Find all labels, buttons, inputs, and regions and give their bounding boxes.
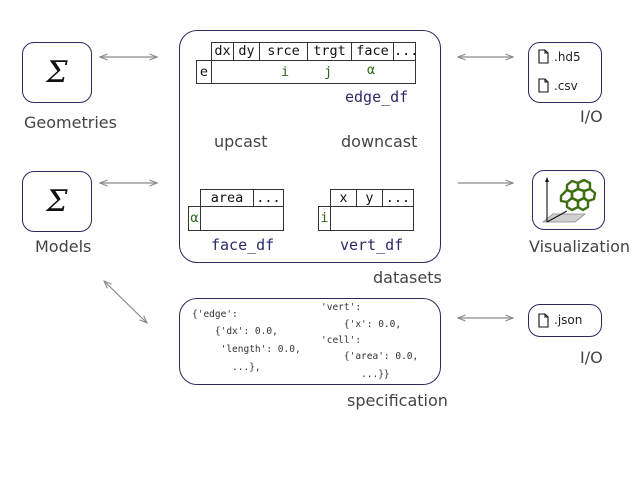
spec-line: 'length': 0.0, xyxy=(192,344,301,355)
io-files-box[interactable]: .hd5 .csv xyxy=(528,42,602,103)
models-box[interactable]: Σ xyxy=(22,171,92,232)
geometries-label: Geometries xyxy=(24,113,117,132)
file-label-json: .json xyxy=(554,313,583,327)
vert-df-header-y: y xyxy=(356,189,383,207)
edge-df-header-dx: dx xyxy=(211,42,234,61)
mesh-visualization-icon xyxy=(541,177,597,223)
edge-df-index: e xyxy=(196,60,212,84)
spec-line: {'x': 0.0, xyxy=(321,319,402,330)
sigma-symbol: Σ xyxy=(46,183,68,219)
upcast-label: upcast xyxy=(214,132,268,151)
face-df-header-more: ... xyxy=(253,189,284,207)
spec-line: ...}, xyxy=(192,362,261,373)
spec-line: {'dx': 0.0, xyxy=(192,326,278,337)
io-bottom-label: I/O xyxy=(580,348,603,367)
spec-line: 'vert': xyxy=(321,302,362,313)
edge-df-marker-i: i xyxy=(281,64,290,80)
face-df-body xyxy=(200,206,284,231)
visualization-box[interactable] xyxy=(532,170,605,230)
spec-line: ...}} xyxy=(321,369,390,380)
face-df-header-area: area xyxy=(200,189,254,207)
specification-label: specification xyxy=(347,391,448,410)
edge-df-marker-alpha: α xyxy=(367,62,376,78)
spec-line: {'area': 0.0, xyxy=(321,351,419,362)
sigma-symbol: Σ xyxy=(46,54,68,90)
file-icon xyxy=(538,49,549,64)
file-icon xyxy=(538,313,549,328)
models-label: Models xyxy=(35,237,92,256)
datasets-label: datasets xyxy=(373,268,442,287)
downcast-label: downcast xyxy=(341,132,418,151)
specification-box[interactable] xyxy=(179,298,441,385)
edge-df-header-face: face xyxy=(351,42,394,61)
file-label-hd5: .hd5 xyxy=(554,50,581,64)
vert-df-header-more: ... xyxy=(382,189,414,207)
file-icon xyxy=(538,78,549,93)
vert-df-name: vert_df xyxy=(340,236,404,254)
edge-df-header-dy: dy xyxy=(233,42,260,61)
io-json-box[interactable]: .json xyxy=(528,304,602,337)
edge-df-header-srce: srce xyxy=(259,42,308,61)
file-label-csv: .csv xyxy=(554,79,578,93)
io-top-label: I/O xyxy=(580,107,603,126)
edge-df-name: edge_df xyxy=(345,88,409,106)
edge-df-header-more: ... xyxy=(393,42,419,61)
spec-line: {'edge': xyxy=(192,309,238,320)
edge-df-header-trgt: trgt xyxy=(307,42,352,61)
vert-df-body xyxy=(330,206,414,231)
visualization-label: Visualization xyxy=(529,237,631,256)
edge-df-body xyxy=(211,60,416,84)
arrow-models-specification xyxy=(104,281,147,323)
spec-line: 'cell': xyxy=(321,335,362,346)
face-df-name: face_df xyxy=(211,236,275,254)
vert-df-header-x: x xyxy=(330,189,357,207)
geometries-box[interactable]: Σ xyxy=(22,42,92,103)
edge-df-marker-j: j xyxy=(324,64,333,80)
